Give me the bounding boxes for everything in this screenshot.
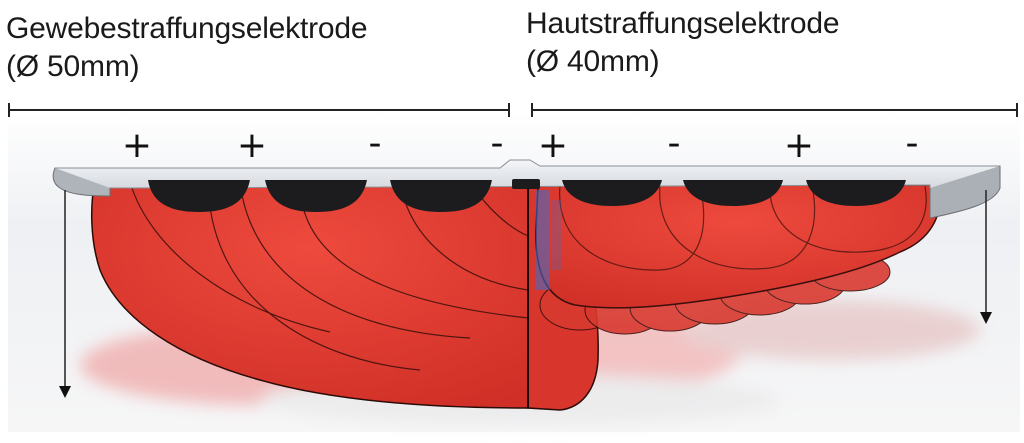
polarity-left-4: -	[491, 123, 504, 164]
polarity-right-2: -	[668, 123, 681, 164]
contact-left-4	[512, 179, 540, 189]
bracket-left	[8, 103, 510, 117]
contact-right-3	[806, 180, 906, 206]
polarity-right-3: +	[784, 125, 814, 166]
contact-right-1	[562, 180, 662, 206]
label-tissue-electrode-diameter: (Ø 50mm)	[6, 50, 140, 83]
contact-right-2	[683, 180, 783, 206]
polarity-right-4: -	[906, 123, 919, 164]
label-skin-electrode: Hautstraffungselektrode (Ø 40mm)	[526, 5, 840, 81]
depth-arrow-left	[59, 190, 71, 398]
label-tissue-electrode: Gewebestraffungselektrode (Ø 50mm)	[6, 10, 368, 86]
electrode-contacts	[148, 179, 906, 212]
polarity-left-3: -	[369, 123, 382, 164]
depth-arrow-right	[980, 190, 992, 324]
electrode-plate	[52, 159, 1001, 219]
label-tissue-electrode-title: Gewebestraffungselektrode	[6, 12, 368, 45]
contact-left-2	[265, 180, 367, 212]
label-skin-electrode-title: Hautstraffungselektrode	[526, 7, 840, 40]
polarity-left-2: +	[237, 125, 267, 166]
field-right-skin	[535, 184, 941, 335]
contact-left-3	[390, 180, 492, 212]
polarity-left: + + - -	[122, 123, 504, 166]
polarity-right-1: +	[538, 125, 568, 166]
bracket-right	[531, 103, 1018, 117]
label-skin-electrode-diameter: (Ø 40mm)	[526, 45, 660, 78]
contact-left-1	[148, 180, 250, 212]
polarity-left-1: +	[122, 125, 152, 166]
polarity-right: + - + -	[538, 123, 919, 166]
